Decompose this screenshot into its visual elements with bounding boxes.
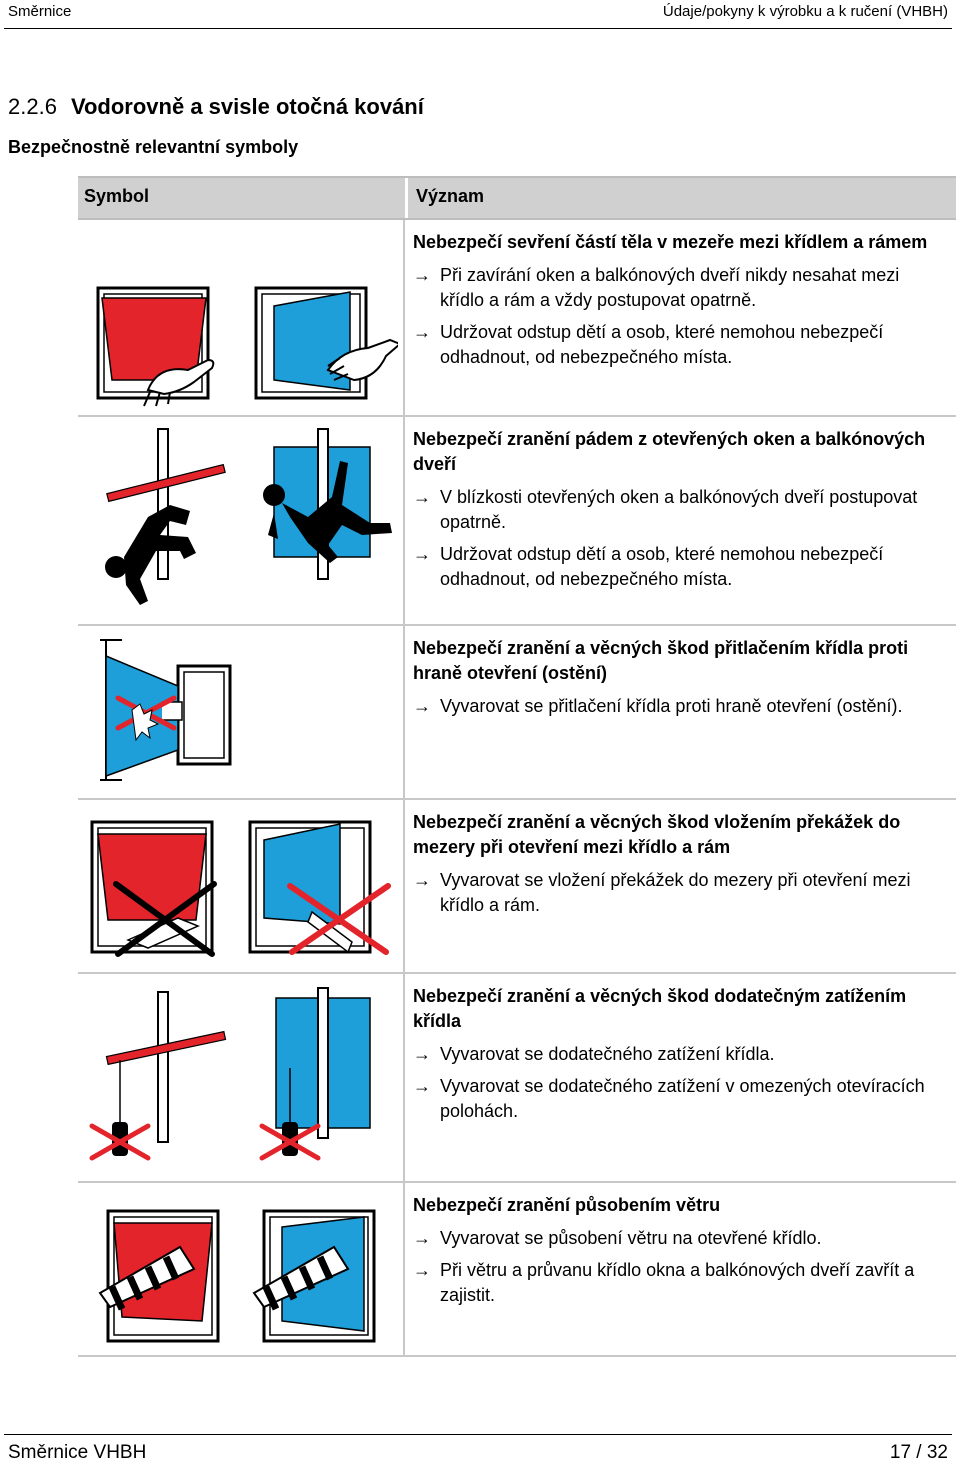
fall-hazard-icon <box>105 428 392 605</box>
bullet-text: Vyvarovat se dodatečného zatížení v omez… <box>440 1076 925 1121</box>
bullet-text: Udržovat odstup dětí a osob, které nemoh… <box>440 322 884 367</box>
bullet-text: Při větru a průvanu křídlo okna a balkón… <box>440 1260 915 1305</box>
reveal-press-hazard-icon <box>100 639 232 781</box>
hazard-heading: Nebezpečí sevření částí těla v mezeře me… <box>413 232 928 252</box>
symbol-cell <box>78 417 405 624</box>
arrow-icon: → <box>413 1260 431 1280</box>
pinch-hazard-icon <box>96 286 398 407</box>
bullet-text: Při zavírání oken a balkónových dveří ni… <box>440 265 900 310</box>
safety-symbols-table: Symbol Význam Nebezpečí sevření částí tě… <box>78 176 956 1357</box>
bullet-text: Vyvarovat se působení větru na otevřené … <box>440 1228 822 1248</box>
hazard-heading: Nebezpečí zranění působením větru <box>413 1195 721 1215</box>
footer-divider <box>4 1434 952 1435</box>
arrow-icon: → <box>413 487 431 507</box>
table-row: Nebezpečí zranění pádem z otevřených oke… <box>78 417 956 626</box>
bullet-item: → Vyvarovat se působení větru na otevřené… <box>413 1226 946 1251</box>
arrow-icon: → <box>413 1076 431 1096</box>
table-row: Nebezpečí zranění a věcných škod přitlač… <box>78 626 956 800</box>
bullet-text: Vyvarovat se vložení překážek do mezery … <box>440 870 911 915</box>
footer-left: Směrnice VHBH <box>8 1442 147 1463</box>
bullet-item: → Vyvarovat se vložení překážek do mezery… <box>413 868 946 918</box>
table-row: Nebezpečí zranění působením větru → Vyvar… <box>78 1183 956 1357</box>
col-header-meaning: Význam <box>405 178 956 218</box>
table-header: Symbol Význam <box>78 176 956 220</box>
load-hazard-icon <box>89 987 371 1161</box>
page-number: 17 / 32 <box>889 1442 948 1463</box>
bullet-text: V blízkosti otevřených oken a balkónovýc… <box>440 487 918 532</box>
hazard-heading: Nebezpečí zranění a věcných škod vložení… <box>413 812 901 857</box>
header-divider <box>4 28 952 29</box>
bullet-item: → V blízkosti otevřených oken a balkónový… <box>413 485 946 535</box>
symbol-cell <box>78 800 405 972</box>
meaning-cell: Nebezpečí zranění pádem z otevřených oke… <box>405 417 956 624</box>
header-left: Směrnice <box>8 3 72 20</box>
arrow-icon: → <box>413 1044 431 1064</box>
table-row: Nebezpečí zranění a věcných škod dodateč… <box>78 974 956 1183</box>
table-row: Nebezpečí sevření částí těla v mezeře me… <box>78 220 956 417</box>
bullet-text: Vyvarovat se dodatečného zatížení křídla… <box>440 1044 775 1064</box>
meaning-cell: Nebezpečí zranění a věcných škod dodateč… <box>405 974 956 1181</box>
section-number: 2.2.6 <box>8 94 57 119</box>
bullet-item: → Při větru a průvanu křídlo okna a balkó… <box>413 1258 946 1308</box>
symbol-cell <box>78 220 405 415</box>
section-title: 2.2.6 Vodorovně a svisle otočná kování <box>8 94 424 120</box>
section-subtitle: Bezpečnostně relevantní symboly <box>8 137 299 157</box>
hazard-heading: Nebezpečí zranění a věcných škod dodateč… <box>413 986 907 1031</box>
bullet-item: → Vyvarovat se dodatečného zatížení křídl… <box>413 1042 946 1067</box>
bullet-text: Udržovat odstup dětí a osob, které nemoh… <box>440 544 884 589</box>
bullet-item: → Udržovat odstup dětí a osob, které nemo… <box>413 542 946 592</box>
arrow-icon: → <box>413 322 431 342</box>
arrow-icon: → <box>413 1228 431 1248</box>
col-header-symbol: Symbol <box>84 186 150 206</box>
arrow-icon: → <box>413 544 431 564</box>
arrow-icon: → <box>413 696 431 716</box>
meaning-cell: Nebezpečí zranění působením větru → Vyvar… <box>405 1183 956 1355</box>
table-row: Nebezpečí zranění a věcných škod vložení… <box>78 800 956 974</box>
arrow-icon: → <box>413 265 431 285</box>
meaning-cell: Nebezpečí sevření částí těla v mezeře me… <box>405 220 956 415</box>
bullet-item: → Při zavírání oken a balkónových dveří n… <box>413 263 946 313</box>
hazard-heading: Nebezpečí zranění a věcných škod přitlač… <box>413 638 909 683</box>
bullet-item: → Udržovat odstup dětí a osob, které nemo… <box>413 320 946 370</box>
meaning-cell: Nebezpečí zranění a věcných škod vložení… <box>405 800 956 972</box>
symbol-cell <box>78 1183 405 1355</box>
hazard-heading: Nebezpečí zranění pádem z otevřených oke… <box>413 429 926 474</box>
section-title-text: Vodorovně a svisle otočná kování <box>70 94 424 119</box>
arrow-icon: → <box>413 870 431 890</box>
bullet-item: → Vyvarovat se přitlačení křídla proti hr… <box>413 694 946 719</box>
bullet-text: Vyvarovat se přitlačení křídla proti hra… <box>440 696 903 716</box>
header-right: Údaje/pokyny k výrobku a k ručení (VHBH) <box>662 3 948 20</box>
symbol-cell <box>78 626 405 798</box>
bullet-item: → Vyvarovat se dodatečného zatížení v ome… <box>413 1074 946 1124</box>
symbol-cell <box>78 974 405 1181</box>
obstacle-hazard-icon <box>90 820 391 957</box>
wind-hazard-icon <box>98 1209 376 1343</box>
meaning-cell: Nebezpečí zranění a věcných škod přitlač… <box>405 626 956 798</box>
